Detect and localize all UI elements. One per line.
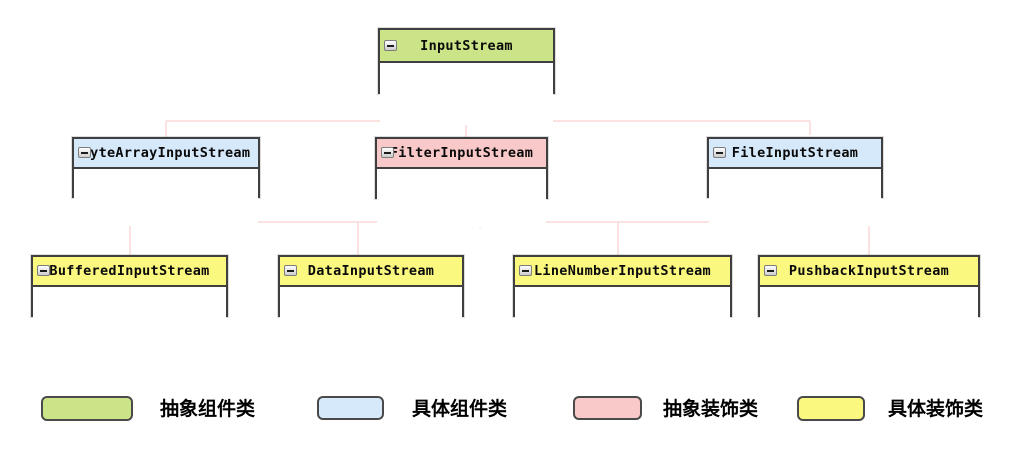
collapse-minus-icon[interactable] <box>381 147 394 158</box>
legend-label: 具体组件类 <box>412 398 508 420</box>
minus-glyph <box>81 151 88 154</box>
class-body <box>515 287 730 345</box>
class-name: BufferedInputStream <box>49 263 210 279</box>
class-name: PushbackInputStream <box>788 263 950 279</box>
class-name: ByteArrayInputStream <box>81 145 251 161</box>
class-name: InputStream <box>420 37 513 54</box>
class-header: ByteArrayInputStream <box>74 139 258 169</box>
class-header: DataInputStream <box>280 257 462 287</box>
legend-swatch-abstract-component <box>41 396 133 421</box>
class-body <box>280 287 462 345</box>
minus-glyph <box>387 44 394 47</box>
class-body <box>33 287 226 345</box>
collapse-minus-icon[interactable] <box>713 147 726 158</box>
class-fileinputstream[interactable]: FileInputStream <box>707 137 883 226</box>
collapse-minus-icon[interactable] <box>764 265 777 276</box>
class-name: DataInputStream <box>307 263 435 279</box>
collapse-minus-icon[interactable] <box>78 147 91 158</box>
minus-glyph <box>522 269 529 272</box>
minus-glyph <box>716 151 723 154</box>
class-bytearrayinputstream[interactable]: ByteArrayInputStream <box>72 137 260 226</box>
minus-glyph <box>40 269 47 272</box>
collapse-minus-icon[interactable] <box>284 265 297 276</box>
class-pushbackinputstream[interactable]: PushbackInputStream <box>758 255 980 345</box>
class-body <box>709 169 881 226</box>
class-datainputstream[interactable]: DataInputStream <box>278 255 464 345</box>
class-header: BufferedInputStream <box>33 257 226 287</box>
class-body <box>377 169 546 227</box>
class-body <box>760 287 978 345</box>
class-name: LineNumberInputStream <box>534 263 711 279</box>
legend-swatch-concrete-decorator <box>797 396 865 421</box>
legend-swatch-abstract-decorator <box>573 396 642 420</box>
legend-label: 抽象装饰类 <box>663 398 759 420</box>
class-filterinputstream[interactable]: FilterInputStream <box>375 137 548 227</box>
class-body <box>380 63 553 125</box>
class-name: FilterInputStream <box>389 145 534 161</box>
class-inputstream[interactable]: InputStream <box>378 28 555 125</box>
class-name: FileInputStream <box>731 145 859 161</box>
class-header: FilterInputStream <box>377 139 546 169</box>
minus-glyph <box>384 151 391 154</box>
class-header: FileInputStream <box>709 139 881 169</box>
class-header: InputStream <box>380 30 553 63</box>
class-linenumberinputstream[interactable]: LineNumberInputStream <box>513 255 732 345</box>
legend-label: 抽象组件类 <box>160 398 256 420</box>
legend-swatch-concrete-component <box>317 396 384 420</box>
class-body <box>74 169 258 226</box>
class-header: LineNumberInputStream <box>515 257 730 287</box>
class-header: PushbackInputStream <box>760 257 978 287</box>
collapse-minus-icon[interactable] <box>37 265 50 276</box>
collapse-minus-icon[interactable] <box>384 40 397 51</box>
collapse-minus-icon[interactable] <box>519 265 532 276</box>
minus-glyph <box>767 269 774 272</box>
class-bufferedinputstream[interactable]: BufferedInputStream <box>31 255 228 345</box>
legend-label: 具体装饰类 <box>888 398 984 420</box>
minus-glyph <box>287 269 294 272</box>
